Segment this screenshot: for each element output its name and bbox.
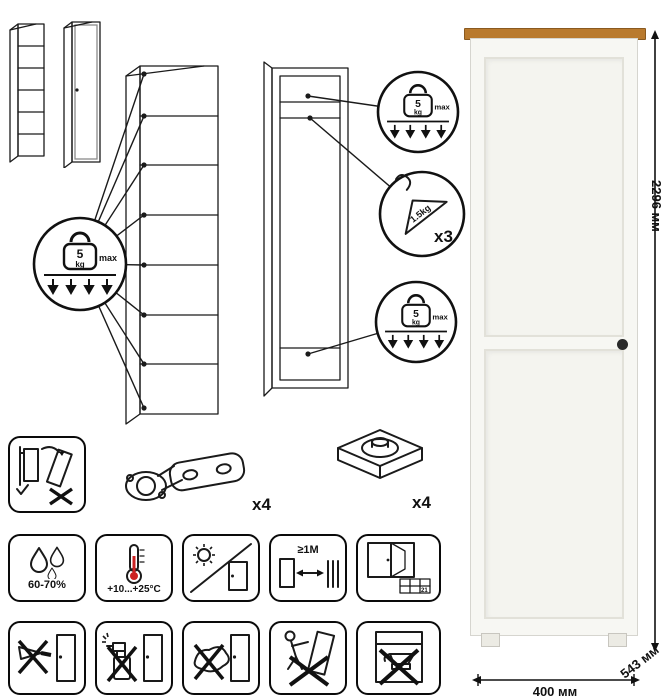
anti-tip-warning (8, 436, 86, 513)
no-direct-sunlight (182, 534, 260, 602)
hanger-load-badge: 1.5kg x3 (378, 170, 466, 258)
bottom-shelf-load-badge: 5 kg max (374, 280, 458, 364)
cabinet-variant-door (63, 21, 101, 168)
hinge-qty-label: x4 (252, 495, 271, 514)
sunlight-icon (190, 543, 252, 593)
no-drag-person-icon (284, 630, 336, 687)
hanger-count: x3 (434, 227, 453, 246)
shelf-cabinet-diagram: 5 kg max (32, 65, 219, 425)
cabinet-variant-open (9, 23, 45, 163)
svg-text:5: 5 (413, 309, 419, 320)
shelf-cabinet-outline (125, 65, 219, 425)
ventilation-requirement: 21 (356, 534, 441, 602)
foot-hardware: x4 (324, 420, 438, 514)
no-sharp-tools (8, 621, 86, 695)
no-dragging (269, 621, 347, 695)
svg-text:kg: kg (412, 320, 420, 327)
wardrobe-product-photo (464, 28, 646, 650)
door-upper-panel (484, 57, 624, 337)
door-knob (617, 339, 628, 350)
hanging-cabinet-diagram: 5 kg max 1.5kg x3 (263, 61, 466, 397)
svg-text:max: max (432, 312, 448, 321)
shelf-dots (141, 71, 147, 411)
temperature-requirement: +10...+25°C (95, 534, 173, 602)
no-spray-cleaners (95, 621, 173, 695)
no-heavy-objects (356, 621, 441, 695)
height-dimension-label: 2296 мм (649, 180, 664, 232)
weight-unit: kg (75, 260, 84, 269)
wardrobe-body (470, 38, 638, 647)
svg-text:5: 5 (415, 99, 421, 110)
no-wet-cleaning (182, 621, 260, 695)
hinge-icon: x4 (125, 452, 271, 514)
svg-text:max: max (434, 102, 450, 111)
furniture-foot-icon: x4 (337, 429, 431, 512)
no-heavy-anvil-icon (374, 631, 423, 686)
height-dimension-line (651, 30, 659, 652)
wardrobe-foot (481, 633, 500, 647)
wardrobe-outline (263, 61, 349, 397)
humidity-drops-icon (30, 546, 65, 579)
thermometer-icon (126, 543, 145, 584)
window-ventilation-icon: 21 (366, 542, 431, 594)
min-distance-requirement: ≥1М (269, 534, 347, 602)
humidity-label: 60-70% (28, 579, 66, 591)
door-lower-panel (484, 349, 624, 619)
no-sharp-tools-icon (17, 634, 76, 682)
foot-qty-label: x4 (412, 493, 431, 512)
svg-text:kg: kg (414, 110, 422, 117)
shelf-load-badge: 5 kg max (32, 216, 128, 312)
width-dimension-label: 400 мм (532, 684, 578, 699)
weight-value: 5 (77, 247, 84, 261)
hinge-hardware: x4 (112, 428, 284, 518)
distance-icon (279, 558, 339, 588)
humidity-requirement: 60-70% (8, 534, 86, 602)
wardrobe-foot (608, 633, 627, 647)
cabinet-variants-drawing (9, 21, 101, 168)
no-spray-icon (102, 632, 163, 683)
tip-over-warning-icon (16, 445, 73, 505)
down-arrows (47, 279, 113, 296)
weight-max: max (99, 253, 117, 263)
width-dimension-line (472, 674, 640, 686)
top-shelf-load-badge: 5 kg max (376, 70, 460, 154)
temperature-label: +10...+25°C (107, 583, 161, 595)
no-wet-rag-icon (193, 634, 250, 682)
min-distance-label: ≥1М (297, 544, 319, 556)
window-day-label: 21 (421, 588, 428, 594)
